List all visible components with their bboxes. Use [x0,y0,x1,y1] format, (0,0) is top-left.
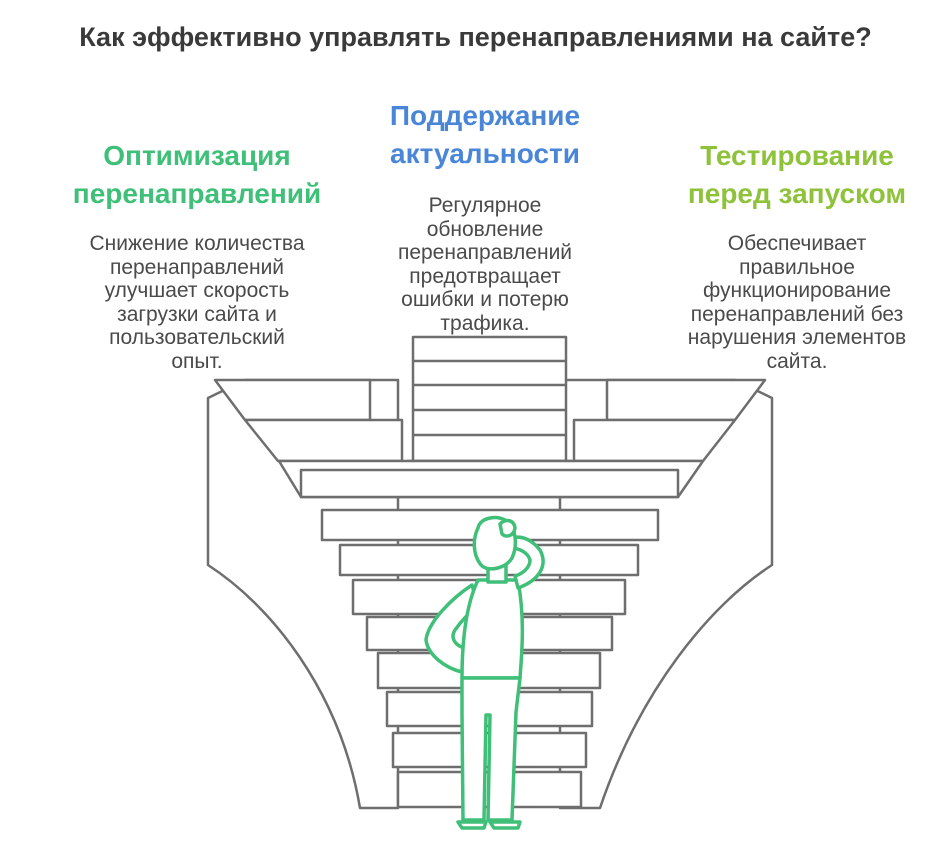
text-redirect-optimization: Снижение количества перенаправлений улуч… [89,232,305,373]
text-pre-launch-testing: Обеспечивает правильное функционирование… [687,232,907,373]
text-keep-current: Регулярное обновление перенаправлений пр… [397,194,573,335]
heading-pre-launch-testing: Тестирование перед запуском [687,140,907,209]
heading-keep-current: Поддержание актуальности [389,100,581,169]
page-title: Как эффективно управлять перенаправления… [79,22,872,52]
heading-redirect-optimization: Оптимизация перенаправлений [72,140,322,209]
